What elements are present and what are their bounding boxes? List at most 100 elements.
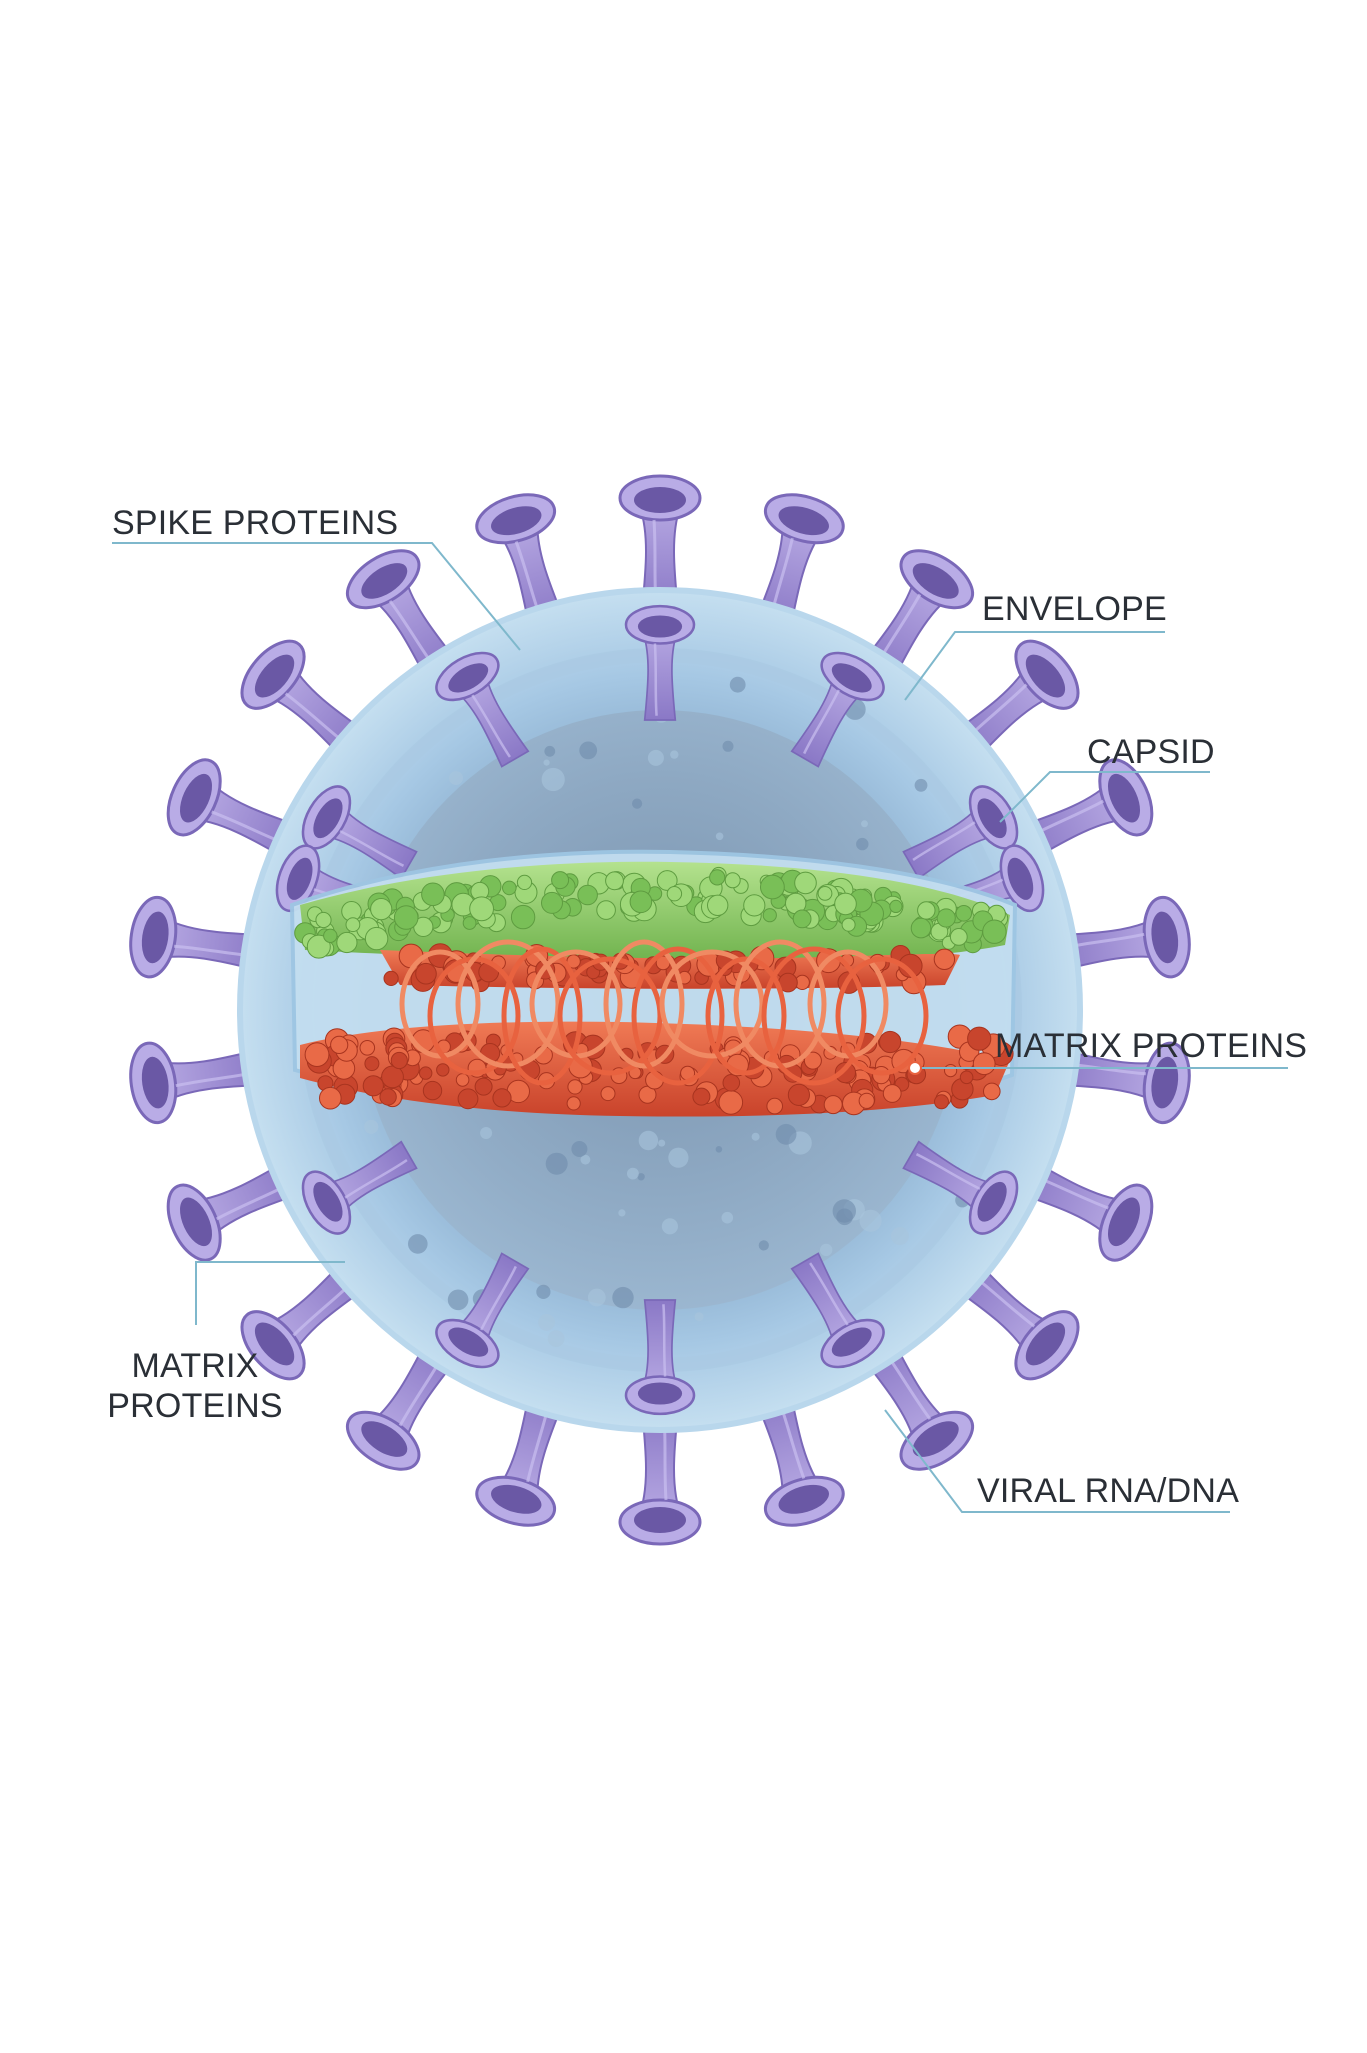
matrix-protein-subunit bbox=[787, 1083, 811, 1107]
capsid-subunit bbox=[917, 901, 936, 920]
capsid-subunit bbox=[724, 872, 741, 889]
texture-dot bbox=[820, 1243, 833, 1257]
capsid-subunit bbox=[345, 917, 361, 933]
rna-loop bbox=[603, 939, 685, 1069]
capsid-subunit bbox=[336, 931, 358, 954]
texture-dot bbox=[580, 1154, 591, 1165]
rna-loop bbox=[557, 956, 663, 1076]
matrix-protein-subunit bbox=[379, 1088, 397, 1106]
label-matrix-proteins-left-line1: MATRIX bbox=[131, 1347, 259, 1385]
rna-loop bbox=[631, 946, 725, 1086]
capsid-subunit bbox=[577, 884, 598, 906]
viral-rna-coil bbox=[399, 939, 929, 1086]
matrix-protein-subunit bbox=[457, 1088, 479, 1110]
texture-dot bbox=[658, 1139, 666, 1147]
leader-dot-matrix bbox=[908, 1061, 922, 1075]
capsid-subunit bbox=[510, 904, 536, 930]
capsid-subunit bbox=[315, 911, 332, 929]
capsid-subunit bbox=[393, 905, 419, 930]
matrix-protein-subunit bbox=[967, 1026, 992, 1051]
matrix-protein-subunit bbox=[983, 1082, 1001, 1101]
matrix-protein-subunit bbox=[492, 1088, 512, 1108]
texture-dot bbox=[480, 1127, 493, 1139]
label-envelope: ENVELOPE bbox=[982, 590, 1167, 628]
leader-envelope bbox=[904, 631, 1165, 701]
matrix-protein-subunit bbox=[718, 1090, 744, 1115]
texture-dot bbox=[661, 1218, 679, 1235]
texture-dot bbox=[715, 1146, 723, 1153]
texture-dot bbox=[571, 1141, 588, 1157]
label-matrix-proteins-left: MATRIX PROTEINS bbox=[100, 1346, 290, 1426]
capsid-subunit bbox=[794, 871, 817, 895]
leader-lines bbox=[112, 542, 1288, 1513]
matrix-protein-subunit bbox=[692, 1087, 711, 1106]
capsid-subunit bbox=[605, 871, 624, 891]
rna-loop bbox=[705, 956, 787, 1076]
capsid-subunit bbox=[370, 898, 393, 921]
texture-dot bbox=[587, 1288, 606, 1307]
matrix-protein-subunit bbox=[882, 1084, 902, 1103]
texture-dot bbox=[447, 1289, 469, 1311]
texture-dot bbox=[541, 767, 565, 792]
texture-dot bbox=[859, 1209, 882, 1232]
capsid-subunit bbox=[709, 869, 726, 886]
matrix-protein-subunit bbox=[823, 1095, 843, 1115]
texture-dot bbox=[632, 798, 643, 809]
matrix-protein-subunit bbox=[858, 1092, 875, 1109]
matrix-protein-subunit bbox=[934, 1094, 949, 1110]
texture-dot bbox=[544, 745, 556, 757]
texture-dot bbox=[579, 741, 598, 760]
texture-dot bbox=[914, 778, 928, 792]
texture-dot bbox=[722, 740, 734, 752]
capsid-subunit bbox=[936, 908, 956, 928]
capsid-subunit bbox=[760, 874, 785, 900]
texture-dot bbox=[547, 1330, 565, 1347]
matrix-protein-subunit bbox=[436, 1063, 450, 1077]
capsid-subunit bbox=[743, 894, 766, 917]
capsid-subunit bbox=[889, 899, 903, 914]
capsid-subunit bbox=[629, 890, 653, 914]
capsid-subunit bbox=[421, 882, 445, 907]
texture-dot bbox=[751, 1132, 760, 1141]
matrix-protein-subunit bbox=[364, 1056, 380, 1072]
texture-dot bbox=[647, 749, 664, 766]
label-matrix-proteins-left-line2: PROTEINS bbox=[107, 1387, 283, 1425]
rna-loop bbox=[761, 946, 867, 1086]
capsid-subunit bbox=[792, 909, 812, 929]
capsid-subunit bbox=[323, 928, 338, 943]
matrix-protein-subunit bbox=[834, 1062, 857, 1084]
matrix-protein-subunit bbox=[362, 1075, 384, 1097]
label-capsid: CAPSID bbox=[1087, 733, 1215, 771]
texture-dot bbox=[449, 771, 463, 786]
leader-spike-proteins bbox=[112, 542, 521, 651]
capsid-subunits bbox=[294, 866, 1009, 959]
texture-dot bbox=[627, 1167, 639, 1180]
matrix-protein-subunit bbox=[879, 1030, 902, 1054]
label-spike-proteins: SPIKE PROTEINS bbox=[112, 504, 399, 542]
capsid-subunit bbox=[551, 871, 570, 890]
texture-dot bbox=[364, 1119, 379, 1134]
capsid-subunit bbox=[656, 870, 678, 891]
texture-dot bbox=[670, 750, 679, 759]
matrix-protein-subunit bbox=[600, 1086, 616, 1102]
texture-dot bbox=[715, 832, 724, 841]
matrix-protein-subunit bbox=[422, 1080, 443, 1101]
matrix-protein-subunit bbox=[398, 943, 424, 969]
matrix-protein-subunit bbox=[383, 970, 399, 987]
label-viral-rna-dna: VIRAL RNA/DNA bbox=[977, 1472, 1240, 1510]
texture-dot bbox=[775, 1123, 797, 1145]
capsid-subunit bbox=[762, 908, 777, 923]
capsid-subunit bbox=[469, 896, 495, 922]
capsid-subunit bbox=[462, 916, 477, 930]
texture-dot bbox=[637, 1173, 645, 1181]
texture-dot bbox=[538, 1314, 555, 1331]
rna-loop bbox=[835, 956, 929, 1076]
texture-dot bbox=[668, 1147, 689, 1168]
matrix-protein-subunit bbox=[319, 1086, 342, 1110]
capsid-subunit bbox=[841, 917, 856, 932]
capsid-subunit bbox=[949, 928, 968, 946]
matrix-protein-subunit bbox=[766, 1097, 784, 1115]
leader-capsid bbox=[999, 771, 1210, 823]
matrix-protein-subunit bbox=[304, 1042, 330, 1067]
